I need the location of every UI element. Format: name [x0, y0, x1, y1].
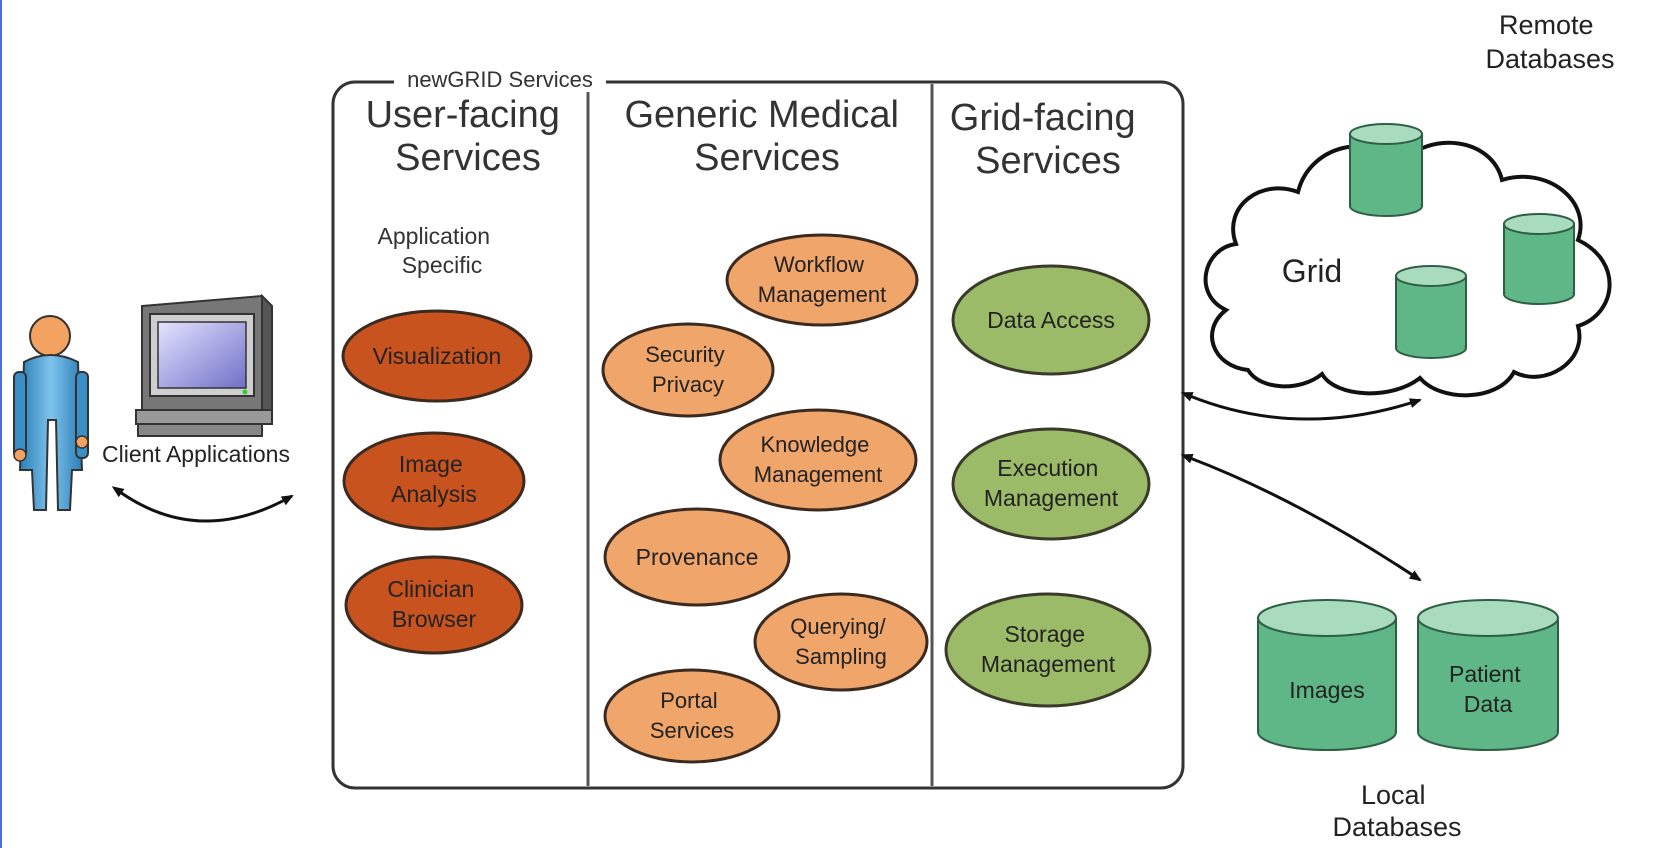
local-db-arrow [1180, 454, 1422, 582]
svg-text:Security Privacy: Security Privacy [645, 342, 731, 397]
database-label: Images [1289, 677, 1364, 703]
column-titles: User-facing Services Generic Medical Ser… [366, 94, 1146, 182]
svg-text:Visualization: Visualization [373, 343, 502, 369]
generic-service: Security Privacy [601, 322, 775, 418]
remote-databases-caption-line: Remote [1499, 10, 1594, 40]
application-specific-line: Application [378, 223, 491, 249]
remote-database-icon [1395, 265, 1467, 359]
service-label: Management [984, 485, 1119, 511]
service-label: Browser [392, 606, 477, 632]
svg-text:Clinician Browser: Clinician Browser [387, 576, 480, 632]
grid-facing-title: Grid-facing Services [950, 97, 1146, 182]
svg-text:Patient Data: Patient Data [1449, 661, 1527, 717]
svg-text:Images: Images [1289, 677, 1364, 703]
service-label: Knowledge [761, 432, 870, 457]
user-facing-title-line: User-facing [366, 94, 560, 136]
grid-service: Execution Management [951, 427, 1151, 541]
local-databases-caption-line: Local [1361, 780, 1426, 810]
remote-databases-caption-line: Databases [1485, 44, 1614, 74]
svg-text:Execution Management: Execution Management [984, 455, 1119, 511]
svg-text:Image Analysis: Image Analysis [391, 451, 477, 507]
svg-text:Provenance: Provenance [636, 544, 759, 570]
svg-text:Data Access: Data Access [987, 307, 1115, 333]
service-label: Management [981, 651, 1116, 677]
application-specific-label: Application Specific [378, 223, 497, 278]
user-facing-title: User-facing Services [366, 94, 571, 179]
remote-database-icon [1503, 213, 1575, 305]
svg-text:Portal Services: Portal Services [650, 688, 734, 743]
generic-medical-title-line: Generic Medical [624, 94, 899, 136]
user-services-group: Visualization Image Analysis Clinician B… [341, 309, 533, 655]
grid-services-group: Data Access Execution Management Storage… [944, 264, 1152, 708]
service-label: Provenance [636, 544, 759, 570]
grid-service: Data Access [951, 264, 1151, 376]
remote-databases-caption: Remote Databases [1485, 10, 1614, 74]
local-databases-caption-line: Databases [1332, 812, 1461, 842]
service-label: Privacy [652, 372, 724, 397]
service-label: Storage [1005, 621, 1086, 647]
frame-title: newGRID Services [407, 67, 593, 92]
generic-medical-title: Generic Medical Services [624, 94, 909, 179]
grid-cloud-label: Grid [1282, 253, 1342, 289]
svg-text:Querying/ Sampling: Querying/ Sampling [790, 614, 892, 669]
generic-service: Portal Services [603, 668, 781, 764]
generic-medical-title-line: Services [694, 137, 840, 179]
service-label: Management [758, 282, 886, 307]
generic-services-group: Workflow Management Security Privacy Kno… [601, 233, 929, 764]
generic-service: Knowledge Management [718, 408, 918, 512]
generic-service: Provenance [603, 507, 791, 607]
database-label: Data [1464, 691, 1513, 717]
user-service: Clinician Browser [344, 555, 524, 655]
service-label: Services [650, 718, 734, 743]
grid-facing-title-line: Services [975, 140, 1121, 182]
user-service: Visualization [341, 309, 533, 403]
service-label: Security [645, 342, 724, 367]
grid-facing-title-line: Grid-facing [950, 97, 1136, 139]
service-label: Visualization [373, 343, 502, 369]
grid-cloud: Grid [1203, 123, 1612, 398]
application-specific-line: Specific [402, 252, 483, 278]
generic-service: Querying/ Sampling [753, 592, 929, 692]
service-label: Workflow [774, 252, 864, 277]
generic-service: Workflow Management [725, 233, 919, 327]
grid-service: Storage Management [944, 592, 1152, 708]
grid-arrow [1180, 392, 1422, 421]
user-facing-title-line: Services [395, 137, 541, 179]
service-label: Clinician [387, 576, 474, 602]
svg-text:Storage Management: Storage Management [981, 621, 1116, 677]
service-label: Data Access [987, 307, 1115, 333]
svg-text:Workflow Management: Workflow Management [758, 252, 886, 307]
service-label: Management [754, 462, 882, 487]
service-label: Querying/ [790, 614, 886, 639]
user-service: Image Analysis [342, 431, 526, 531]
service-label: Analysis [391, 481, 477, 507]
svg-text:Knowledge Management: Knowledge Management [754, 432, 882, 487]
remote-database-icon [1349, 123, 1423, 217]
computer-icon [135, 293, 273, 437]
local-database-images: Images [1257, 599, 1397, 751]
service-label: Image [399, 451, 463, 477]
local-databases-caption: Local Databases [1332, 780, 1461, 842]
service-label: Portal [660, 688, 717, 713]
client-applications-label: Client Applications [102, 441, 290, 467]
database-label: Patient [1449, 661, 1521, 687]
left-edge-strip [0, 0, 2, 848]
local-database-patient-data: Patient Data [1417, 599, 1559, 751]
user-person-icon [13, 315, 89, 511]
service-label: Execution [997, 455, 1098, 481]
service-label: Sampling [795, 644, 887, 669]
client-arrow [111, 486, 294, 523]
